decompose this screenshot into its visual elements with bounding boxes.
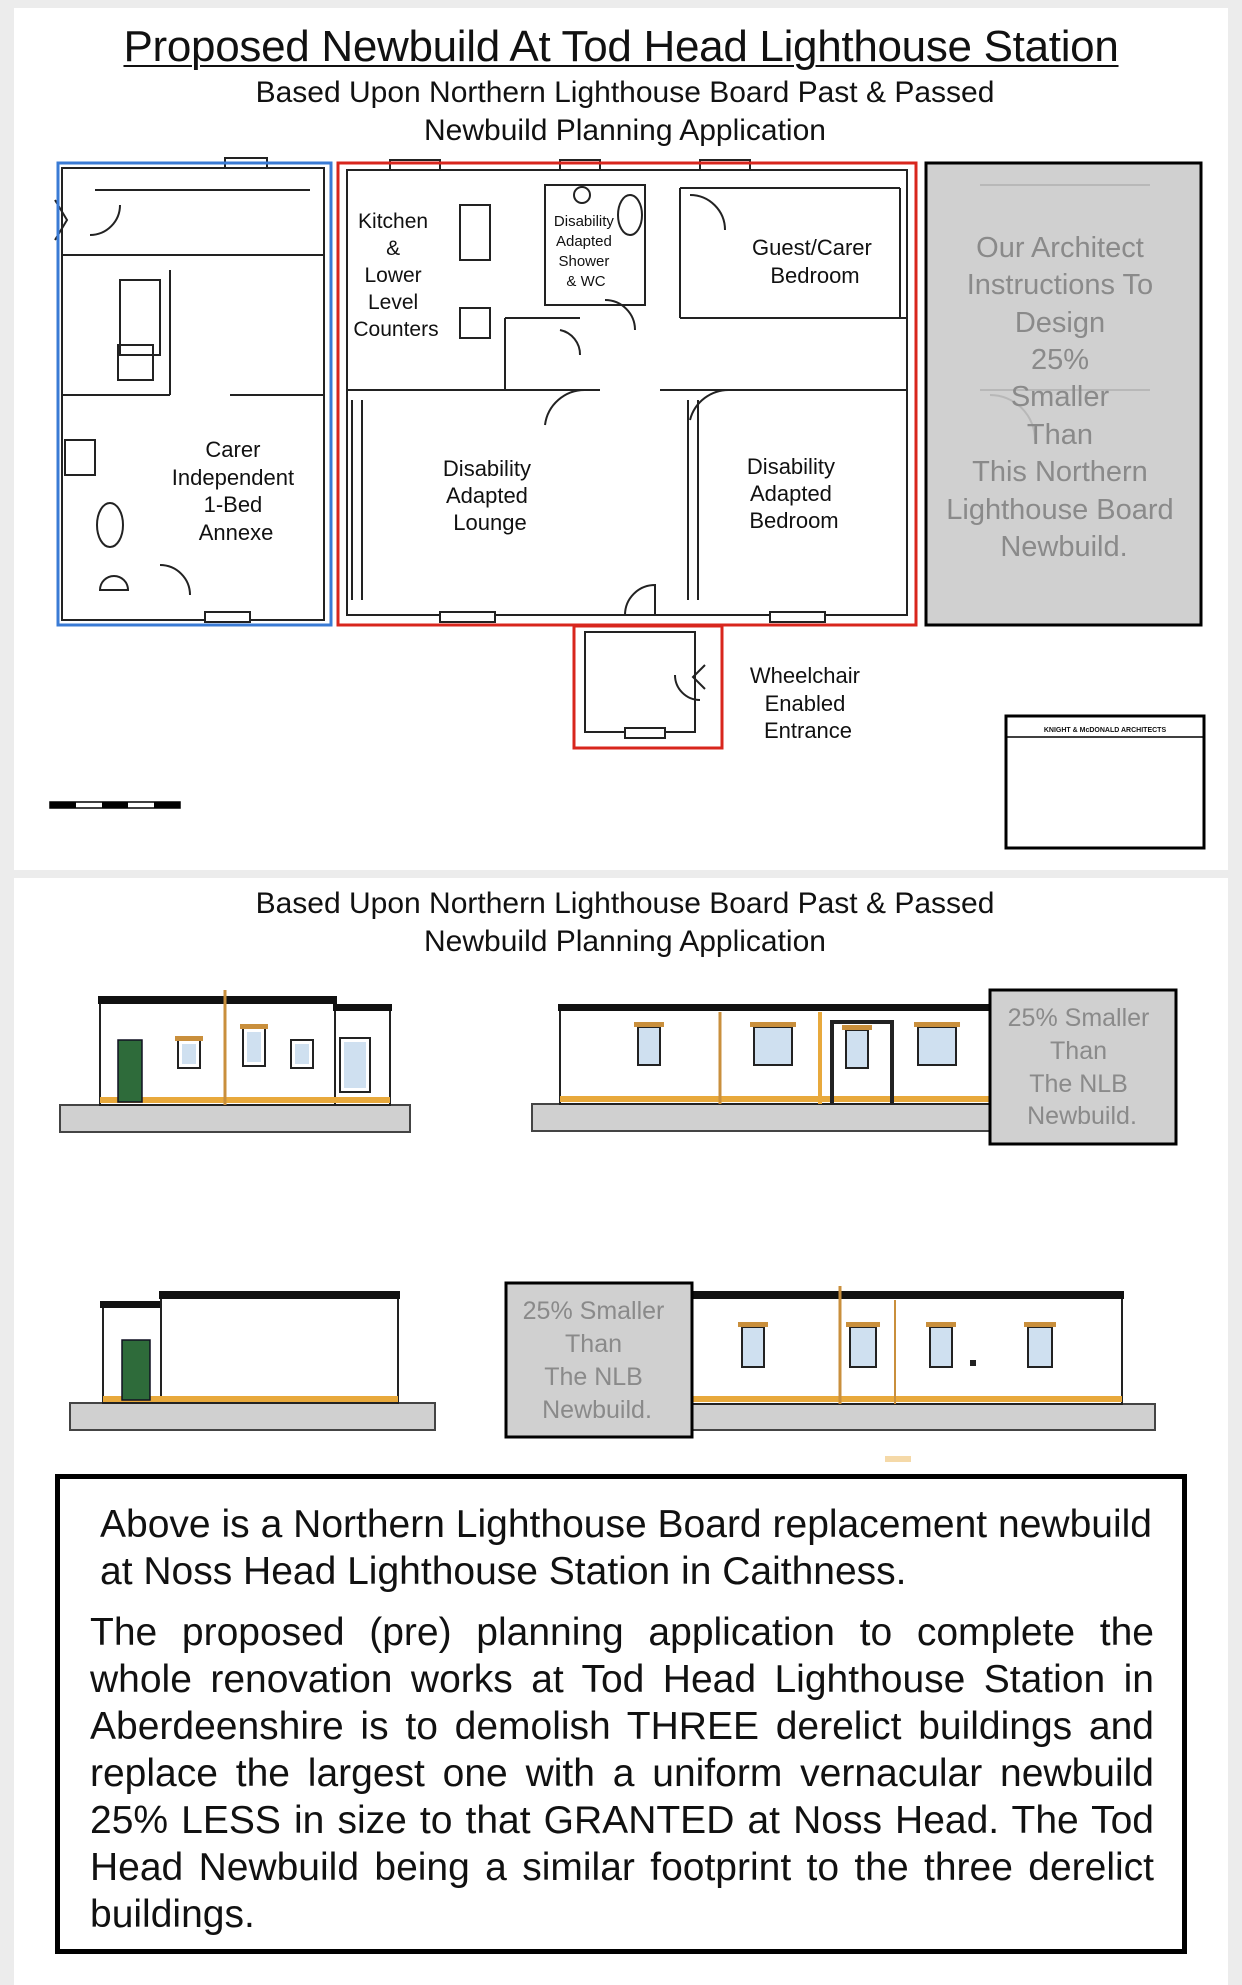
elevation-subtitle-line2: Newbuild Planning Application	[424, 925, 826, 958]
plan-subtitle-line2: Newbuild Planning Application	[424, 114, 826, 147]
floor-plan: Kitchen & Lower Level Counters Disabilit…	[49, 157, 1206, 850]
note-paragraph-2: The proposed (pre) planning application …	[90, 1611, 1154, 1936]
callout-a-box	[988, 988, 1178, 1146]
entrance-outline	[572, 624, 724, 750]
plan-subtitle-line1: Based Upon Northern Lighthouse Board Pas…	[255, 76, 995, 109]
elevation-front-right	[531, 1004, 1001, 1132]
architect-note-box	[924, 161, 1203, 627]
elevation-front-left	[59, 990, 411, 1133]
elevation-subtitle-line1: Based Upon Northern Lighthouse Board Pas…	[255, 887, 995, 920]
title-block	[1004, 714, 1206, 850]
callout-a-text: 25% Smaller Than The NLB Newbuild.	[1008, 1004, 1157, 1130]
page-title: Proposed Newbuild At Tod Head Lighthouse…	[123, 22, 1119, 71]
note-paragraph-1: Above is a Northern Lighthouse Board rep…	[100, 1503, 1152, 1593]
room-label-kitchen: Kitchen & Lower Level Counters	[353, 210, 438, 341]
room-label-bedroom: Disability Adapted Bedroom	[747, 454, 841, 533]
elevation-side-right	[689, 1286, 1156, 1431]
room-label-entrance: Wheelchair Enabled Entrance	[750, 663, 866, 743]
explanation-note: Above is a Northern Lighthouse Board rep…	[55, 1474, 1187, 1954]
architect-note-text: Our Architect Instructions To Design 25%…	[946, 232, 1181, 563]
scale-bar	[49, 801, 181, 809]
callout-b-box	[504, 1281, 694, 1439]
elevation-side-left	[69, 1291, 436, 1431]
annexe-outline	[56, 161, 333, 627]
callout-b-text: 25% Smaller Than The NLB Newbuild.	[523, 1297, 672, 1424]
room-label-shower: Disability Adapted Shower & WC	[554, 213, 618, 290]
room-label-guest-bedroom: Guest/Carer Bedroom	[752, 235, 878, 288]
title-block-text: KNIGHT & McDONALD ARCHITECTS	[1044, 727, 1167, 734]
room-label-annexe: Carer Independent 1-Bed Annexe	[172, 437, 300, 545]
room-label-lounge: Disability Adapted Lounge	[443, 456, 537, 535]
